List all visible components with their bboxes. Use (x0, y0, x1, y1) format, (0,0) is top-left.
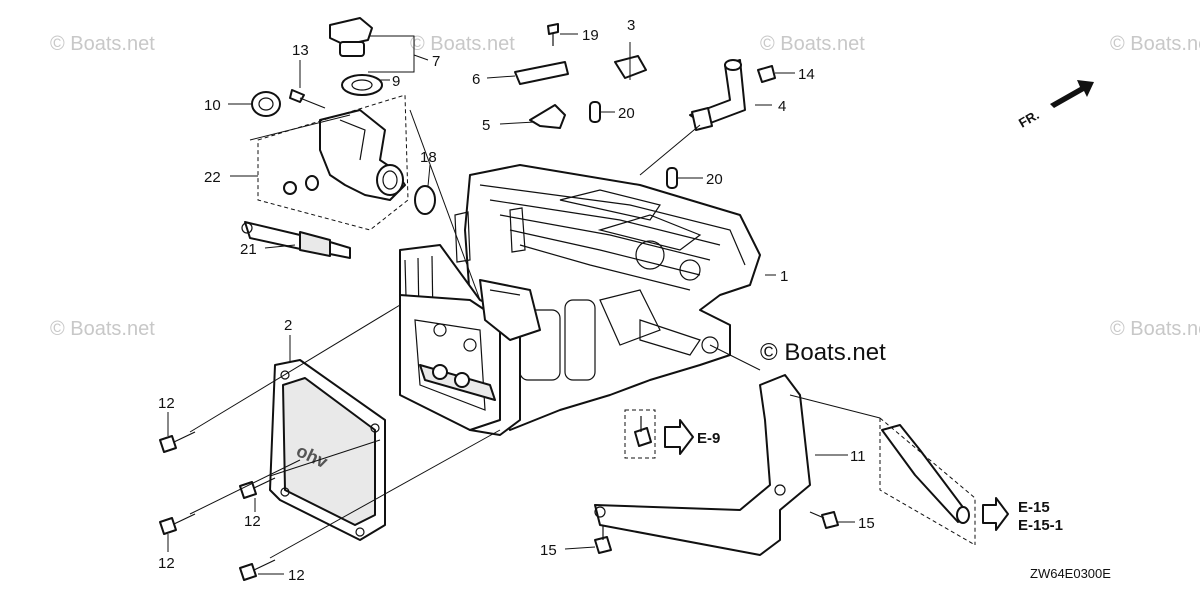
callout-9: 9 (392, 73, 400, 90)
callout-20b: 20 (706, 171, 723, 188)
bracket-5 (529, 104, 566, 129)
plate-6 (514, 61, 569, 85)
watermark: © Boats.net (50, 318, 155, 340)
callout-13: 13 (292, 42, 309, 59)
front-direction-arrow: FR. (1016, 80, 1094, 131)
ref-e15[interactable]: E-15 (1018, 499, 1050, 516)
callout-5: 5 (482, 117, 490, 134)
reference-labels: E-9 E-15 E-15-1 (697, 430, 1063, 534)
callout-12d: 12 (288, 567, 305, 584)
bolt-14 (757, 65, 776, 83)
callout-11: 11 (850, 448, 866, 465)
callout-7: 7 (432, 53, 440, 70)
callout-15a: 15 (858, 515, 875, 532)
watermark: © Boats.net (760, 33, 865, 55)
dashed-groups (257, 94, 976, 546)
callout-2: 2 (284, 317, 292, 334)
thermostat-housing (283, 109, 436, 215)
ref-e15-1[interactable]: E-15-1 (1018, 517, 1063, 534)
copyright-notice: © Boats.net (760, 339, 886, 366)
fr-label: FR. (1016, 107, 1042, 130)
callout-19: 19 (582, 27, 599, 44)
callout-14: 14 (798, 66, 815, 83)
breather-hose (881, 424, 970, 524)
head-cover: ohv (269, 359, 386, 541)
filler-cap (329, 17, 383, 96)
diagram-code: ZW64E0300E (1030, 566, 1111, 581)
callout-18: 18 (420, 149, 437, 166)
ref-e9[interactable]: E-9 (697, 430, 720, 447)
breather-tube (689, 59, 746, 131)
callout-22: 22 (204, 169, 221, 186)
callout-10: 10 (204, 97, 221, 114)
callout-20a: 20 (618, 105, 635, 122)
leader-lines (167, 33, 881, 575)
cylinder-head (399, 244, 541, 436)
cylinder-block (454, 164, 761, 431)
callouts: 1 2 3 4 5 6 7 9 10 11 12 12 12 12 13 14 … (158, 17, 875, 584)
callout-12b: 12 (244, 513, 261, 530)
watermark: © Boats.net (1110, 318, 1200, 340)
callout-15b: 15 (540, 542, 557, 559)
arrow-icon (1050, 80, 1094, 108)
callout-3: 3 (627, 17, 635, 34)
bracket-11 (594, 374, 811, 556)
callout-6: 6 (472, 71, 480, 88)
spark-plug (241, 221, 351, 259)
screw-19 (547, 23, 559, 46)
watermark: © Boats.net (410, 33, 515, 55)
reference-arrows (664, 419, 1009, 531)
callout-1: 1 (780, 268, 788, 285)
bolts-12 (159, 431, 276, 581)
drain-plug (251, 91, 281, 117)
callout-4: 4 (778, 98, 786, 115)
e9-bolt (624, 409, 656, 459)
bolt-13 (289, 89, 326, 109)
callout-12c: 12 (158, 555, 175, 572)
watermark: © Boats.net (50, 33, 155, 55)
bolts-15 (594, 511, 839, 554)
callout-21: 21 (240, 241, 257, 258)
callout-12a: 12 (158, 395, 175, 412)
watermark: © Boats.net (1110, 33, 1200, 55)
